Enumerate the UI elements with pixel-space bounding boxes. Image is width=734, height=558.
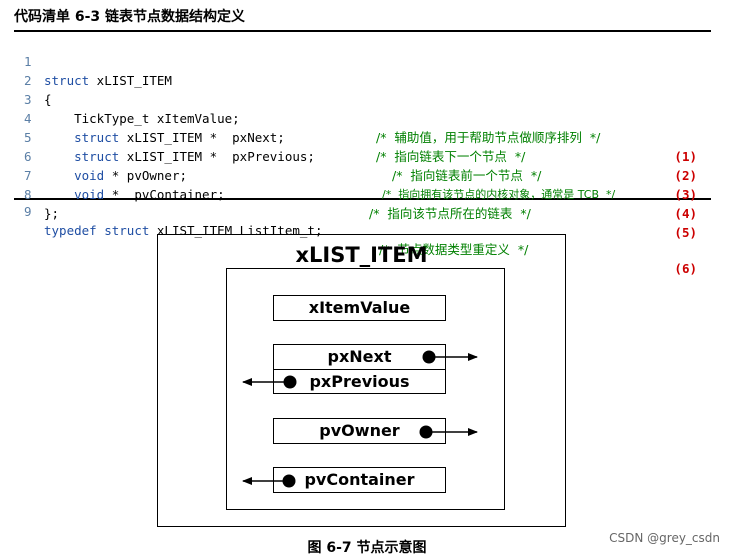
code-comment: /* 辅助值，用于帮助节点做顺序排列 */	[376, 130, 601, 145]
code-line: 5 struct xLIST_ITEM * pxPrevious; /* 指向链…	[14, 109, 711, 202]
code-text: void * pvOwner;	[74, 168, 188, 183]
field-divider	[274, 369, 445, 370]
listing-title: 代码清单 6-3 链表节点数据结构定义	[14, 9, 246, 25]
line-number: 5	[24, 130, 32, 145]
node-diagram: xLIST_ITEM xItemValue pxNext pxPrevious …	[157, 234, 566, 527]
code-line: 8 };	[14, 166, 711, 221]
field-container: pvContainer	[273, 467, 446, 493]
field-item-value: xItemValue	[273, 295, 446, 321]
code-line: 6 void * pvOwner; /* 指向拥有该节点的内核对象，通常是 TC…	[14, 128, 711, 221]
code-comment: /* 指向链表下一个节点 */	[376, 149, 526, 164]
code-comment: /* 指向该节点所在的链表 */	[369, 206, 531, 221]
watermark: CSDN @grey_csdn	[609, 531, 720, 545]
line-number: 4	[24, 111, 32, 126]
line-number: 7	[24, 168, 32, 183]
annotation-marker: (4)	[674, 206, 697, 221]
previous-pointer-arrow	[242, 375, 297, 389]
code-text: struct xLIST_ITEM * pxNext;	[74, 130, 285, 145]
annotation-marker: (3)	[674, 187, 697, 202]
line-number: 9	[24, 204, 32, 219]
annotation-marker: (6)	[674, 261, 697, 276]
field-owner: pvOwner	[273, 418, 446, 444]
keyword-void: void	[74, 187, 105, 202]
code-comment: /* 指向拥有该节点的内核对象，通常是 TCB */	[382, 188, 616, 201]
next-pointer-arrow	[422, 350, 478, 364]
field-next-previous: pxNext pxPrevious	[273, 344, 446, 394]
annotation-marker: (1)	[674, 149, 697, 164]
annotation-marker: (5)	[674, 225, 697, 240]
keyword-typedef: typedef	[44, 223, 97, 238]
line-number: 2	[24, 73, 32, 88]
figure-caption: 图 6-7 节点示意图	[307, 540, 427, 556]
line-number: 3	[24, 92, 32, 107]
code-text: struct xLIST_ITEM	[44, 73, 172, 88]
line-number: 6	[24, 149, 32, 164]
code-comment: /* 节点数据类型重定义 */	[379, 242, 529, 257]
code-text: void * pvContainer;	[74, 187, 225, 202]
code-text: struct xLIST_ITEM * pxPrevious;	[74, 149, 315, 164]
code-comment: /* 指向链表前一个节点 */	[392, 168, 542, 183]
field-previous: pxPrevious	[309, 372, 410, 391]
owner-pointer-arrow	[419, 425, 478, 439]
container-pointer-arrow	[242, 474, 296, 488]
code-line: 4 struct xLIST_ITEM * pxNext; /* 指向链表下一个…	[14, 90, 711, 183]
annotation-marker: (2)	[674, 168, 697, 183]
keyword-struct: struct	[74, 149, 120, 164]
keyword-struct: struct	[74, 130, 120, 145]
code-line: 3 TickType_t xItemValue; /* 辅助值，用于帮助节点做顺…	[14, 71, 711, 164]
field-next: pxNext	[327, 347, 392, 366]
code-text: TickType_t xItemValue;	[44, 111, 240, 126]
code-line: 1 struct xLIST_ITEM	[14, 33, 711, 88]
line-number: 1	[24, 54, 32, 69]
code-line: 7 void * pvContainer; /* 指向该节点所在的链表 */ (…	[14, 147, 711, 240]
keyword-void: void	[74, 168, 105, 183]
code-line: 2 {	[14, 52, 711, 107]
keyword-struct: struct	[44, 73, 90, 88]
node-body	[226, 268, 505, 510]
code-text: };	[44, 206, 60, 221]
code-text: {	[44, 92, 52, 107]
keyword-struct: struct	[104, 223, 150, 238]
diagram-title: xLIST_ITEM	[295, 243, 428, 267]
line-number: 8	[24, 187, 32, 202]
